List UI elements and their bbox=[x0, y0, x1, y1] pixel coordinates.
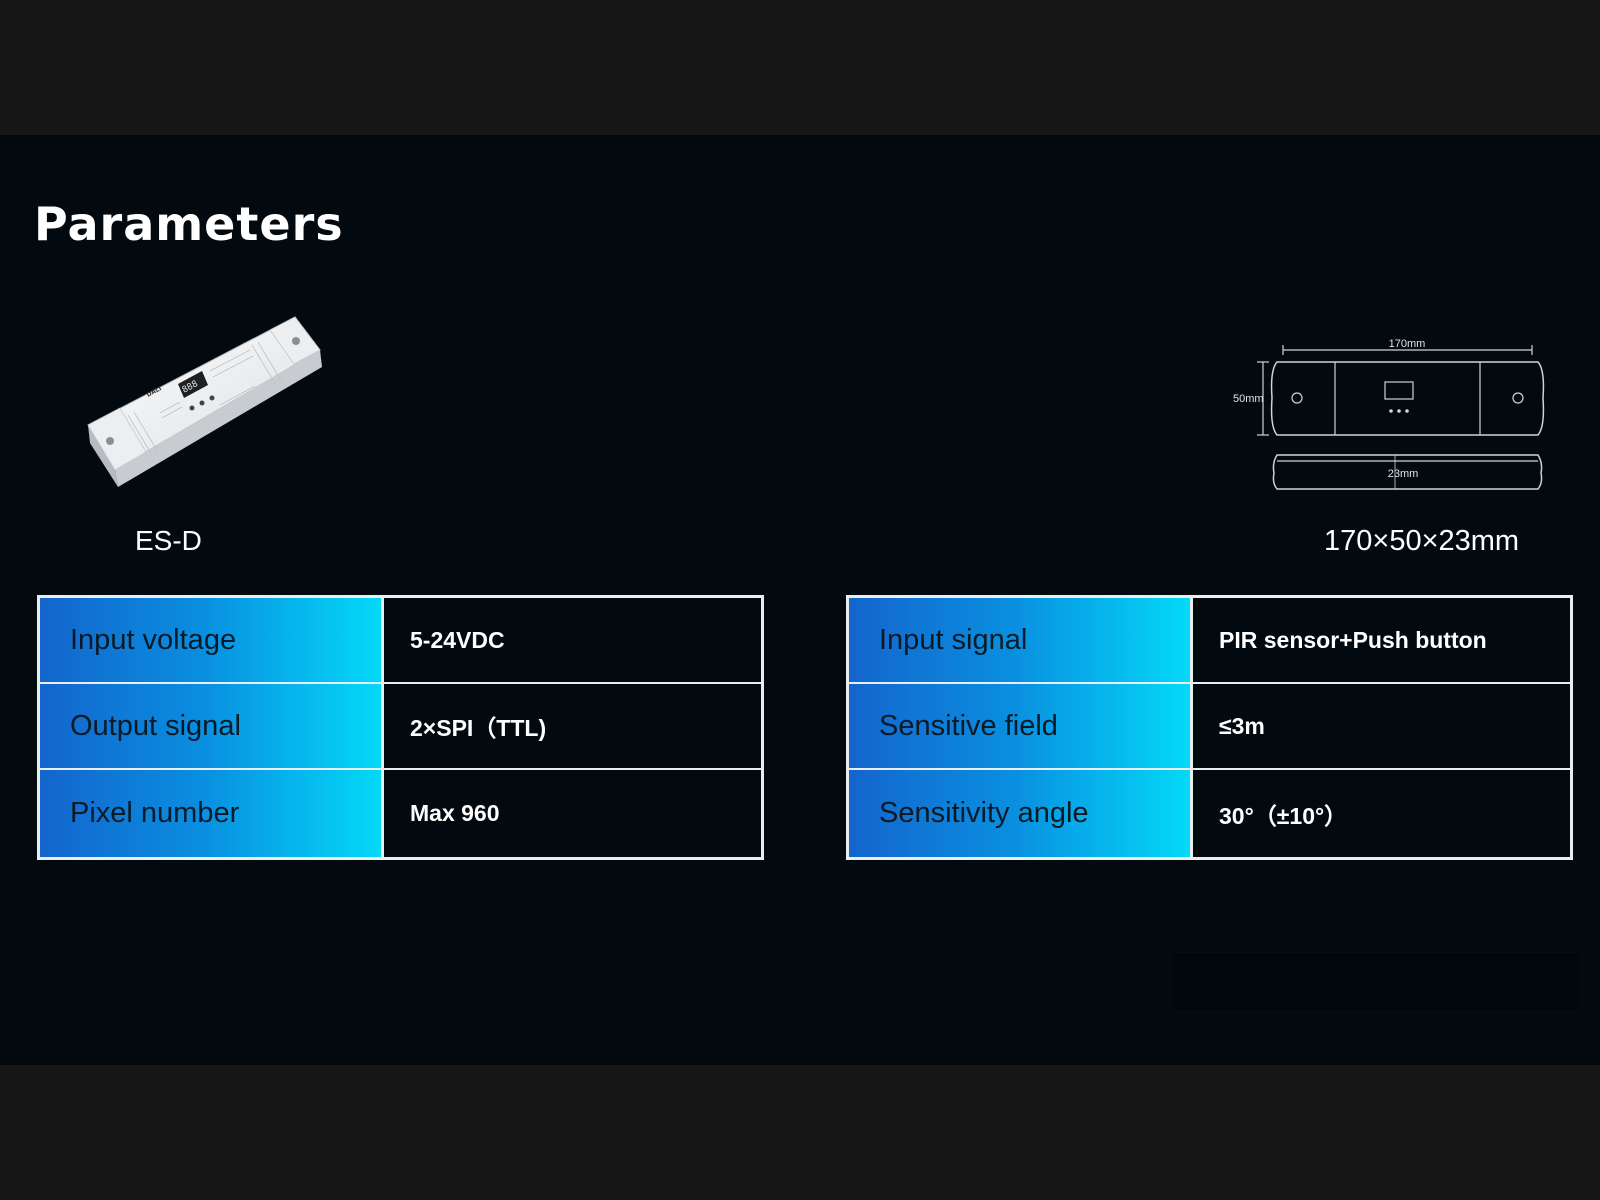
dimensions-label: 170×50×23mm bbox=[1324, 525, 1520, 557]
table-row: Sensitive field ≤3m bbox=[849, 684, 1570, 770]
table-row: Pixel number Max 960 bbox=[40, 770, 761, 857]
product-model-label: ES-D bbox=[135, 525, 202, 556]
empty-panel bbox=[1170, 952, 1582, 1012]
spec-label-pixel-number: Pixel number bbox=[40, 770, 384, 857]
table-row: Output signal 2×SPI（TTL) bbox=[40, 684, 761, 770]
spec-label-sensitivity-angle: Sensitivity angle bbox=[849, 770, 1193, 857]
spec-label-sensitive-field: Sensitive field bbox=[849, 684, 1193, 768]
spec-table-right: Input signal PIR sensor+Push button Sens… bbox=[846, 595, 1573, 860]
page-title: Parameters bbox=[34, 197, 344, 251]
drawing-height-label: 23mm bbox=[1388, 468, 1419, 480]
drawing-width-label: 50mm bbox=[1233, 393, 1264, 405]
table-row: Sensitivity angle 30°（±10°） bbox=[849, 770, 1570, 857]
product-image: 888 DALI bbox=[87, 316, 322, 487]
spec-table-left: Input voltage 5-24VDC Output signal 2×SP… bbox=[37, 595, 764, 860]
spec-label-output-signal: Output signal bbox=[40, 684, 384, 768]
spec-value-sensitivity-angle: 30°（±10°） bbox=[1219, 802, 1348, 829]
spec-label-input-voltage: Input voltage bbox=[40, 598, 384, 682]
spec-value-pixel-number: Max 960 bbox=[410, 800, 500, 826]
spec-value-input-signal: PIR sensor+Push button bbox=[1219, 626, 1487, 653]
drawing-length-label: 170mm bbox=[1389, 338, 1426, 350]
spec-value-output-signal: 2×SPI（TTL) bbox=[410, 715, 547, 741]
parameters-section: Parameters 888 DALI bbox=[0, 135, 1600, 1065]
spec-value-input-voltage: 5-24VDC bbox=[410, 626, 505, 653]
table-row: Input voltage 5-24VDC bbox=[40, 598, 761, 684]
dimension-drawing: 170mm 50mm 23mm bbox=[1233, 338, 1545, 490]
table-row: Input signal PIR sensor+Push button bbox=[849, 598, 1570, 684]
spec-label-input-signal: Input signal bbox=[849, 598, 1193, 682]
spec-value-sensitive-field: ≤3m bbox=[1219, 712, 1265, 739]
